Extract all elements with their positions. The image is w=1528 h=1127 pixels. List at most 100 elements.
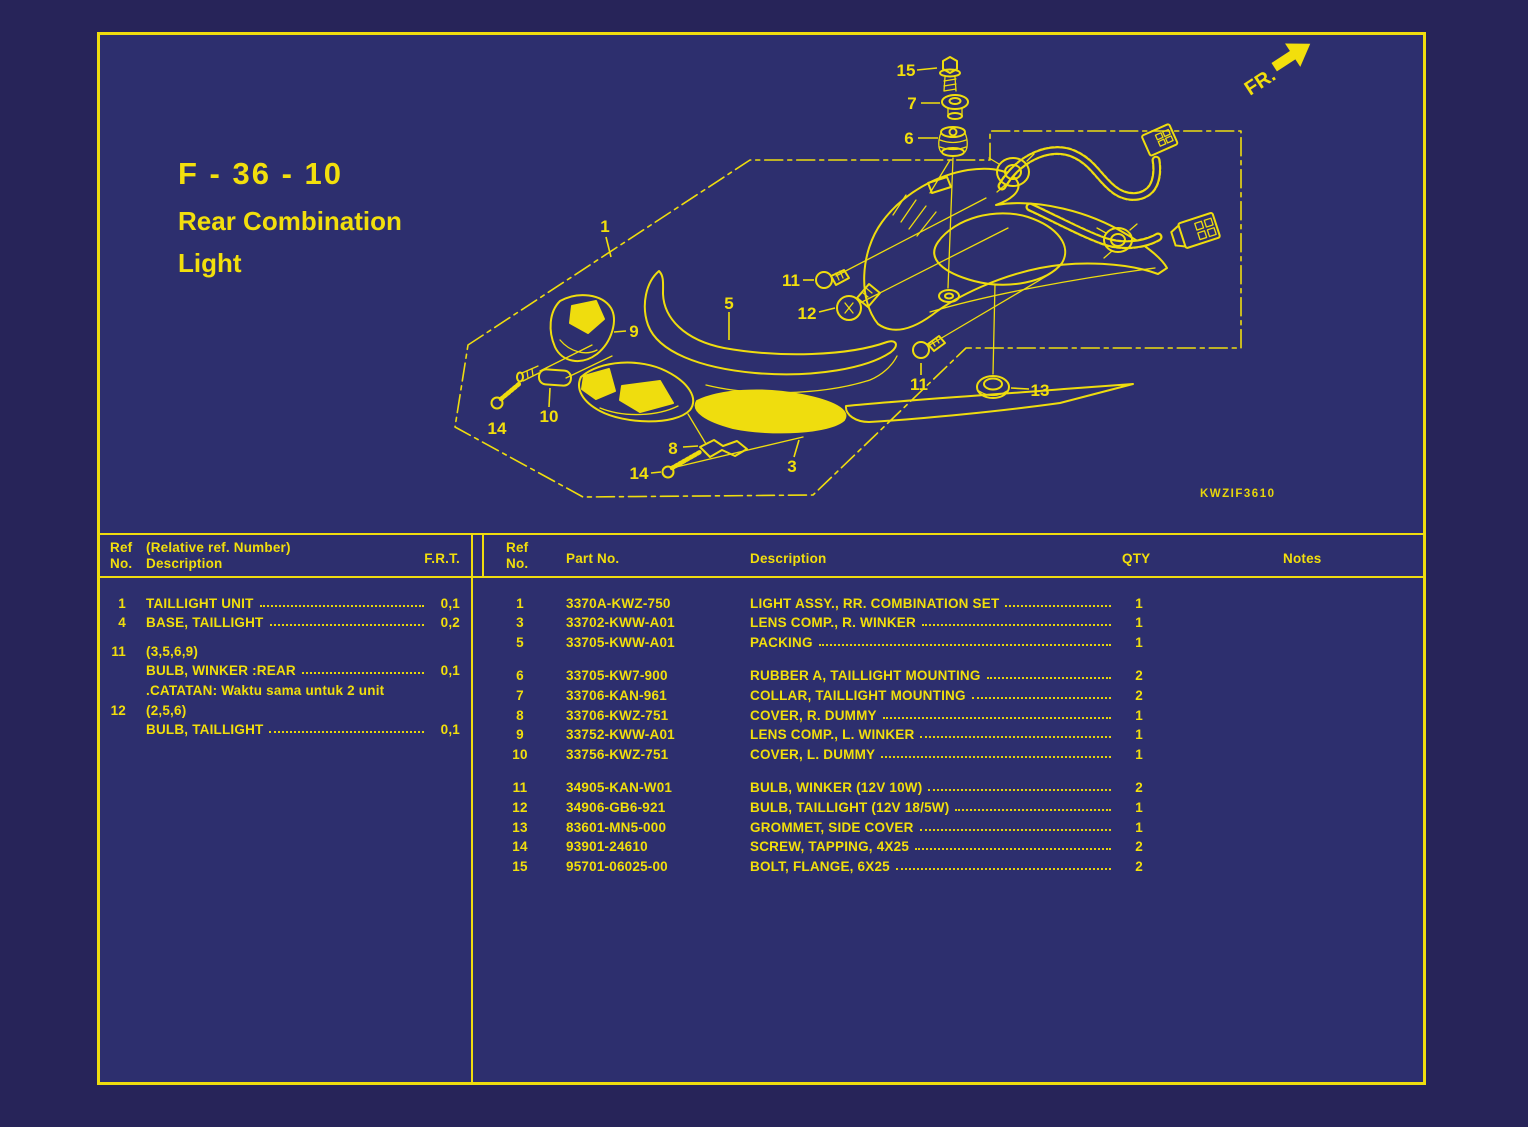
description-cell: COVER, R. DUMMY [750, 707, 877, 723]
dotted-leader [928, 789, 1111, 792]
row-spacer [492, 762, 1143, 776]
ref-no-cell: 12 [512, 799, 528, 815]
description-cell: (3,5,6,9) [146, 643, 199, 659]
dotted-leader [269, 731, 424, 734]
cover-10-part [578, 361, 695, 423]
frt-cell: 0,1 [440, 722, 460, 738]
description-cell: RUBBER A, TAILLIGHT MOUNTING [750, 668, 981, 684]
lens-3-part [694, 383, 1134, 434]
ref-no-cell: 11 [111, 643, 126, 659]
callout-number: 3 [787, 457, 796, 476]
description-cell: BULB, WINKER (12V 10W) [750, 780, 923, 796]
dotted-leader [1005, 604, 1111, 607]
description-cell: BULB, TAILLIGHT (12V 18/5W) [750, 799, 950, 815]
table-row: BULB, WINKER :REAR 0,1 [106, 659, 460, 679]
right-header-description: Description [750, 551, 827, 566]
frt-table: 1 TAILLIGHT UNIT 0,1 4 BASE, TAILLIGHT 0,2 11 (… [106, 591, 460, 738]
ref-no-cell: 3 [516, 615, 524, 631]
part-no-cell: 33756-KWZ-751 [566, 746, 669, 762]
bulb-11-part [815, 269, 850, 289]
part-no-cell: 3370A-KWZ-750 [566, 595, 671, 611]
ref-no-cell: 1 [118, 595, 126, 611]
qty-cell: 2 [1135, 839, 1143, 855]
part-no-cell: 33705-KW7-900 [566, 668, 668, 684]
bulb-socket [1096, 223, 1138, 259]
description-cell: BULB, TAILLIGHT [146, 722, 264, 738]
callout-leader-line [818, 307, 836, 313]
collar-7-part [941, 94, 969, 120]
qty-cell: 1 [1135, 746, 1143, 762]
description-cell: BOLT, FLANGE, 6X25 [750, 858, 890, 874]
rubber-6-part [938, 126, 968, 157]
left-header-no: No. [110, 556, 133, 571]
callout-number: 11 [910, 375, 928, 394]
bracket-10-part [516, 365, 572, 387]
description-cell: LIGHT ASSY., RR. COMBINATION SET [750, 595, 1000, 611]
qty-cell: 1 [1135, 615, 1143, 631]
screw-14-part [490, 381, 522, 410]
ref-no-cell: 4 [118, 615, 126, 631]
table-row: 1 3370A-KWZ-750 LIGHT ASSY., RR. COMBINATI… [492, 591, 1143, 611]
frt-cell: 0,1 [440, 595, 460, 611]
table-row: .CATATAN: Waktu sama untuk 2 unit [106, 678, 460, 698]
part-no-cell: 95701-06025-00 [566, 858, 668, 874]
bolt-15-part [939, 56, 961, 92]
description-cell: SCREW, TAPPING, 4X25 [750, 839, 910, 855]
page-title-line1: Rear Combination [178, 206, 402, 236]
connector [1170, 212, 1221, 249]
callout-leader-line [548, 387, 551, 408]
callout-number: 5 [724, 294, 733, 313]
description-cell: TAILLIGHT UNIT [146, 595, 254, 611]
lens-9-part [549, 294, 615, 363]
fr-label: FR. [1241, 64, 1280, 100]
dotted-leader [955, 808, 1111, 811]
part-no-cell: 33752-KWW-A01 [566, 727, 675, 743]
ref-no-cell: 12 [110, 702, 126, 718]
fr-arrow: FR. [1241, 43, 1311, 100]
table-row: 4 BASE, TAILLIGHT 0,2 [106, 611, 460, 631]
clip-8-part [699, 439, 748, 458]
callout-leader-line [650, 471, 662, 474]
qty-cell: 1 [1135, 634, 1143, 650]
description-cell: BULB, WINKER :REAR [146, 663, 296, 679]
table-row: 1 TAILLIGHT UNIT 0,1 [106, 591, 460, 611]
callout-number: 14 [630, 464, 649, 483]
diagram-code: KWZIF3610 [1200, 488, 1276, 500]
dotted-leader [818, 643, 1111, 646]
row-spacer [106, 630, 460, 639]
ref-no-cell: 1 [516, 595, 524, 611]
qty-cell: 2 [1135, 858, 1143, 874]
part-no-cell: 93901-24610 [566, 839, 648, 855]
part-no-cell: 33705-KWW-A01 [566, 634, 675, 650]
part-no-cell: 83601-MN5-000 [566, 819, 667, 835]
page-border [97, 32, 1426, 1085]
left-header-description: Description [146, 556, 223, 571]
connector [1141, 123, 1179, 157]
table-header-top-line [97, 533, 1426, 535]
dotted-leader [919, 828, 1111, 831]
table-row: 12 (2,5,6) [106, 698, 460, 718]
table-divider [471, 533, 473, 1085]
qty-cell: 1 [1135, 727, 1143, 743]
description-cell: BASE, TAILLIGHT [146, 615, 264, 631]
frt-cell: 0,2 [440, 615, 460, 631]
frt-cell: 0,1 [440, 663, 460, 679]
description-cell: (2,5,6) [146, 702, 187, 718]
callout-number: 13 [1031, 381, 1050, 400]
table-header-bottom-line [97, 576, 1426, 578]
description-cell: LENS COMP., R. WINKER [750, 615, 916, 631]
callout-number: 11 [782, 271, 800, 290]
ref-no-cell: 15 [512, 858, 528, 874]
description-cell: COVER, L. DUMMY [750, 746, 876, 762]
callout-number: 7 [907, 94, 916, 113]
dotted-leader [971, 696, 1111, 699]
right-header-no: No. [506, 556, 529, 571]
